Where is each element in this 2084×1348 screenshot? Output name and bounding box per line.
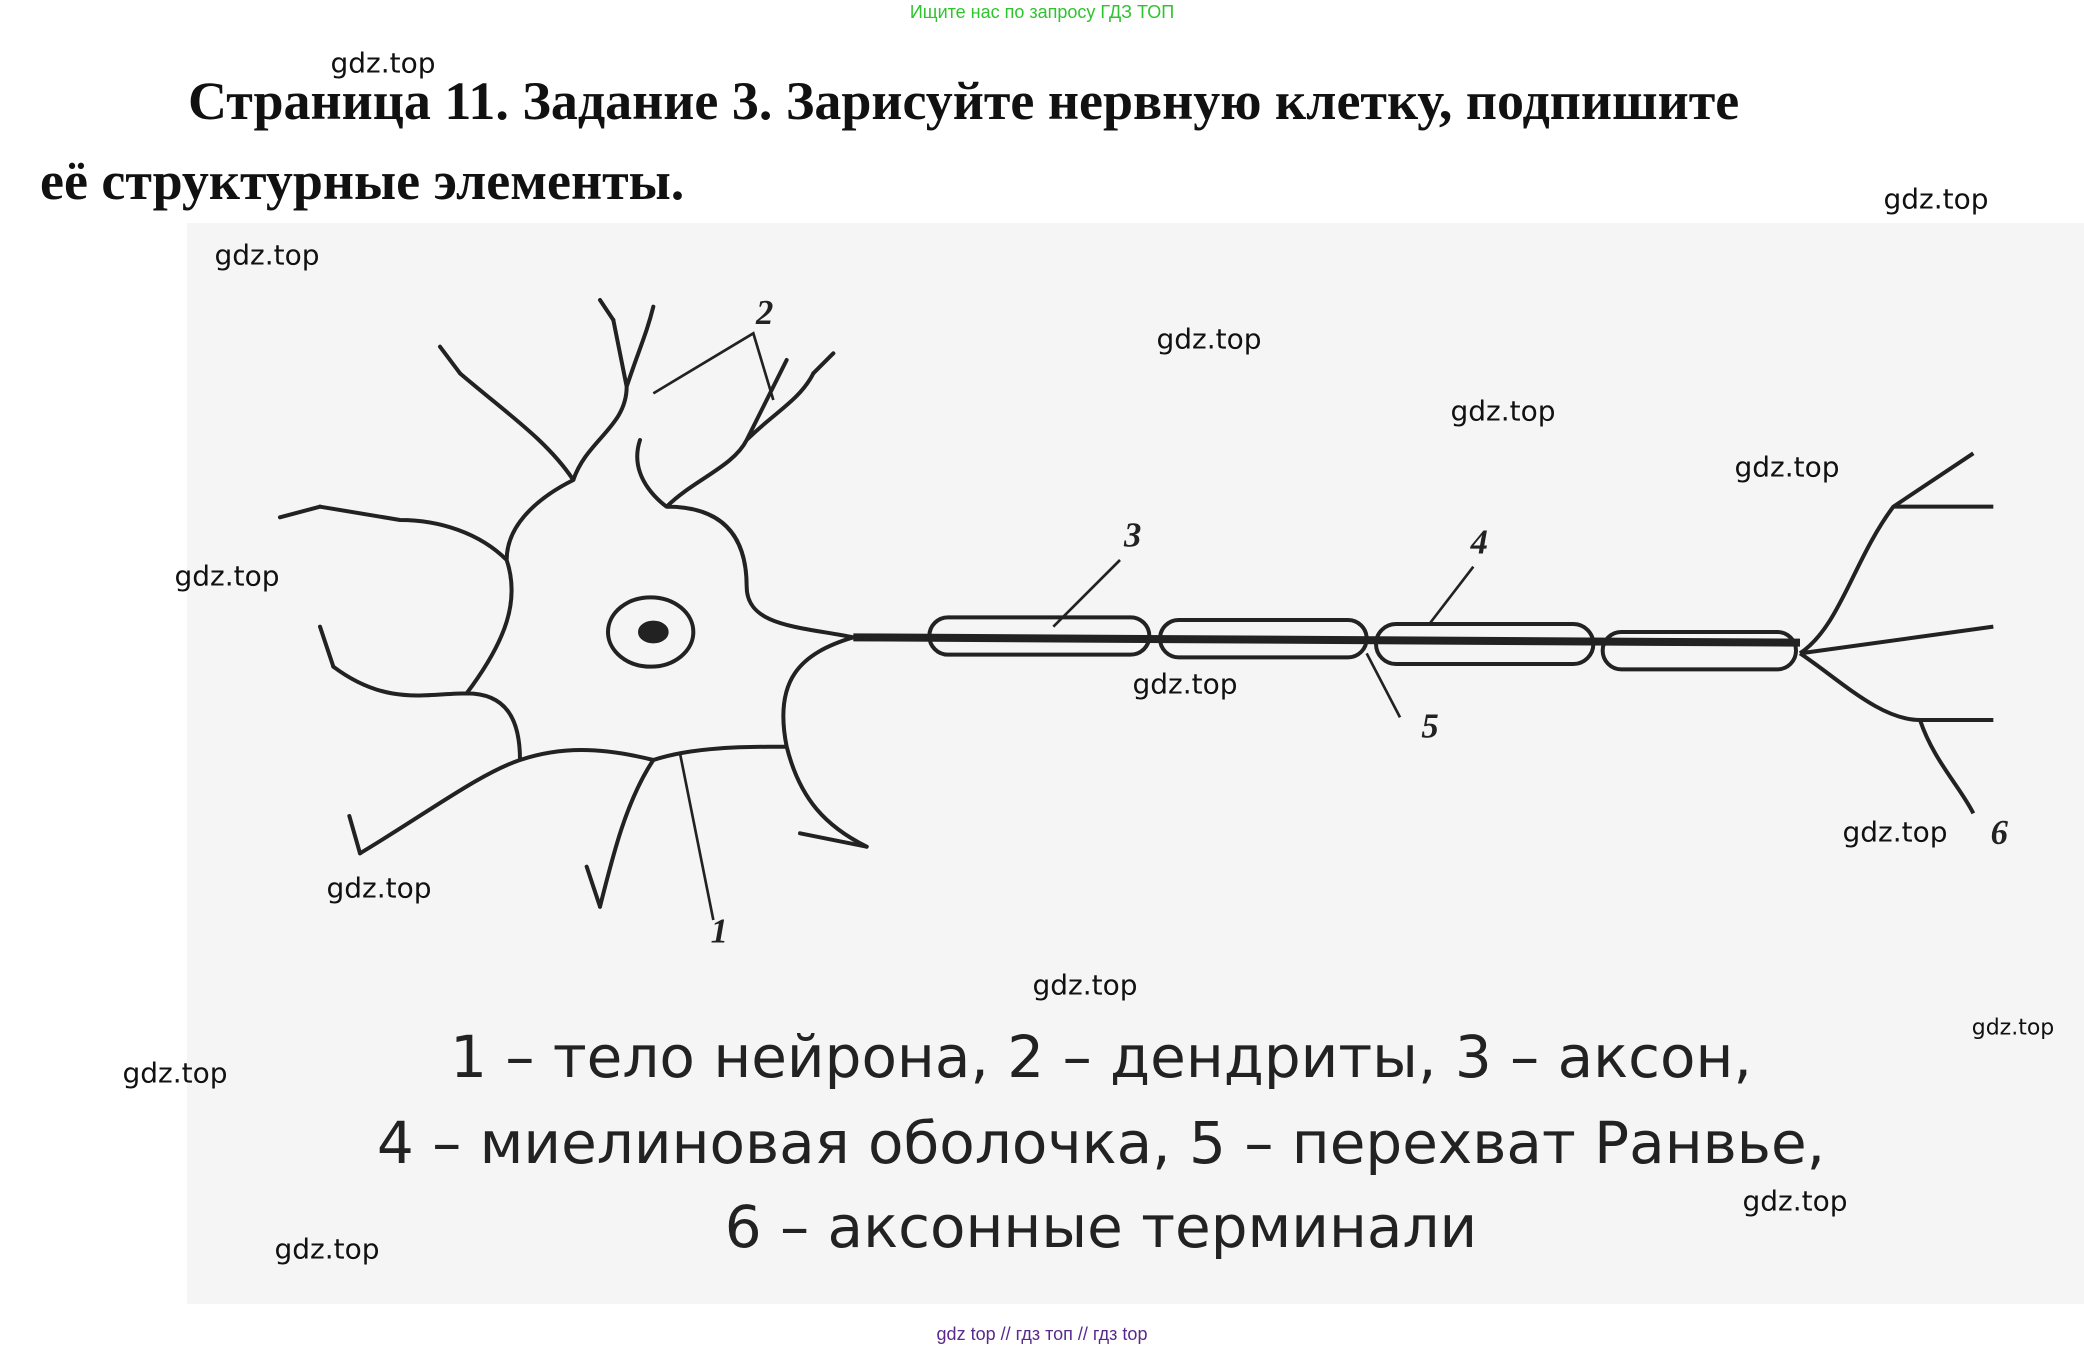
label-4: 4 xyxy=(1470,523,1488,561)
watermark: gdz.top xyxy=(330,46,436,80)
watermark: gdz.top xyxy=(214,238,320,272)
myelin-segment xyxy=(1600,630,1798,672)
caption-line1: 1 – тело нейрона, 2 – дендриты, 3 – аксо… xyxy=(450,1023,1752,1091)
task-title-line2: её структурные элементы. xyxy=(40,151,685,211)
watermark: gdz.top xyxy=(1842,815,1948,849)
task-title-line1: Страница 11. Задание 3. Зарисуйте нервну… xyxy=(188,71,1740,131)
myelin-segment xyxy=(1373,622,1596,666)
label-3: 3 xyxy=(1123,517,1141,555)
footer-links: gdz top // гдз топ // гдз top xyxy=(936,1324,1148,1344)
watermark: gdz.top xyxy=(174,559,280,593)
watermark: gdz.top xyxy=(1971,1015,2055,1041)
myelin-segment xyxy=(1158,618,1369,660)
watermark: gdz.top xyxy=(274,1232,380,1266)
label-1: 1 xyxy=(711,913,728,951)
caption-line2: 4 – миелиновая оболочка, 5 – перехват Ра… xyxy=(376,1109,1826,1177)
myelin-segment xyxy=(927,615,1152,657)
watermark: gdz.top xyxy=(1734,450,1840,484)
watermark: gdz.top xyxy=(1450,394,1556,428)
watermark: gdz.top xyxy=(1156,322,1262,356)
watermark: gdz.top xyxy=(1132,667,1238,701)
watermark: gdz.top xyxy=(1883,182,1989,216)
watermark: gdz.top xyxy=(1742,1184,1848,1218)
watermark: gdz.top xyxy=(1032,968,1138,1002)
neuron-body-outline xyxy=(318,304,936,909)
label-2: 2 xyxy=(755,294,773,332)
watermark: gdz.top xyxy=(326,871,432,905)
nucleus xyxy=(606,595,696,669)
answer-image-panel xyxy=(187,223,2084,1304)
label-5: 5 xyxy=(1421,707,1438,745)
label-6: 6 xyxy=(1991,814,2009,852)
search-banner: Ищите нас по запросу ГДЗ ТОП xyxy=(909,2,1175,22)
caption-line3: 6 – аксонные терминали xyxy=(724,1193,1478,1261)
watermark: gdz.top xyxy=(122,1056,228,1090)
